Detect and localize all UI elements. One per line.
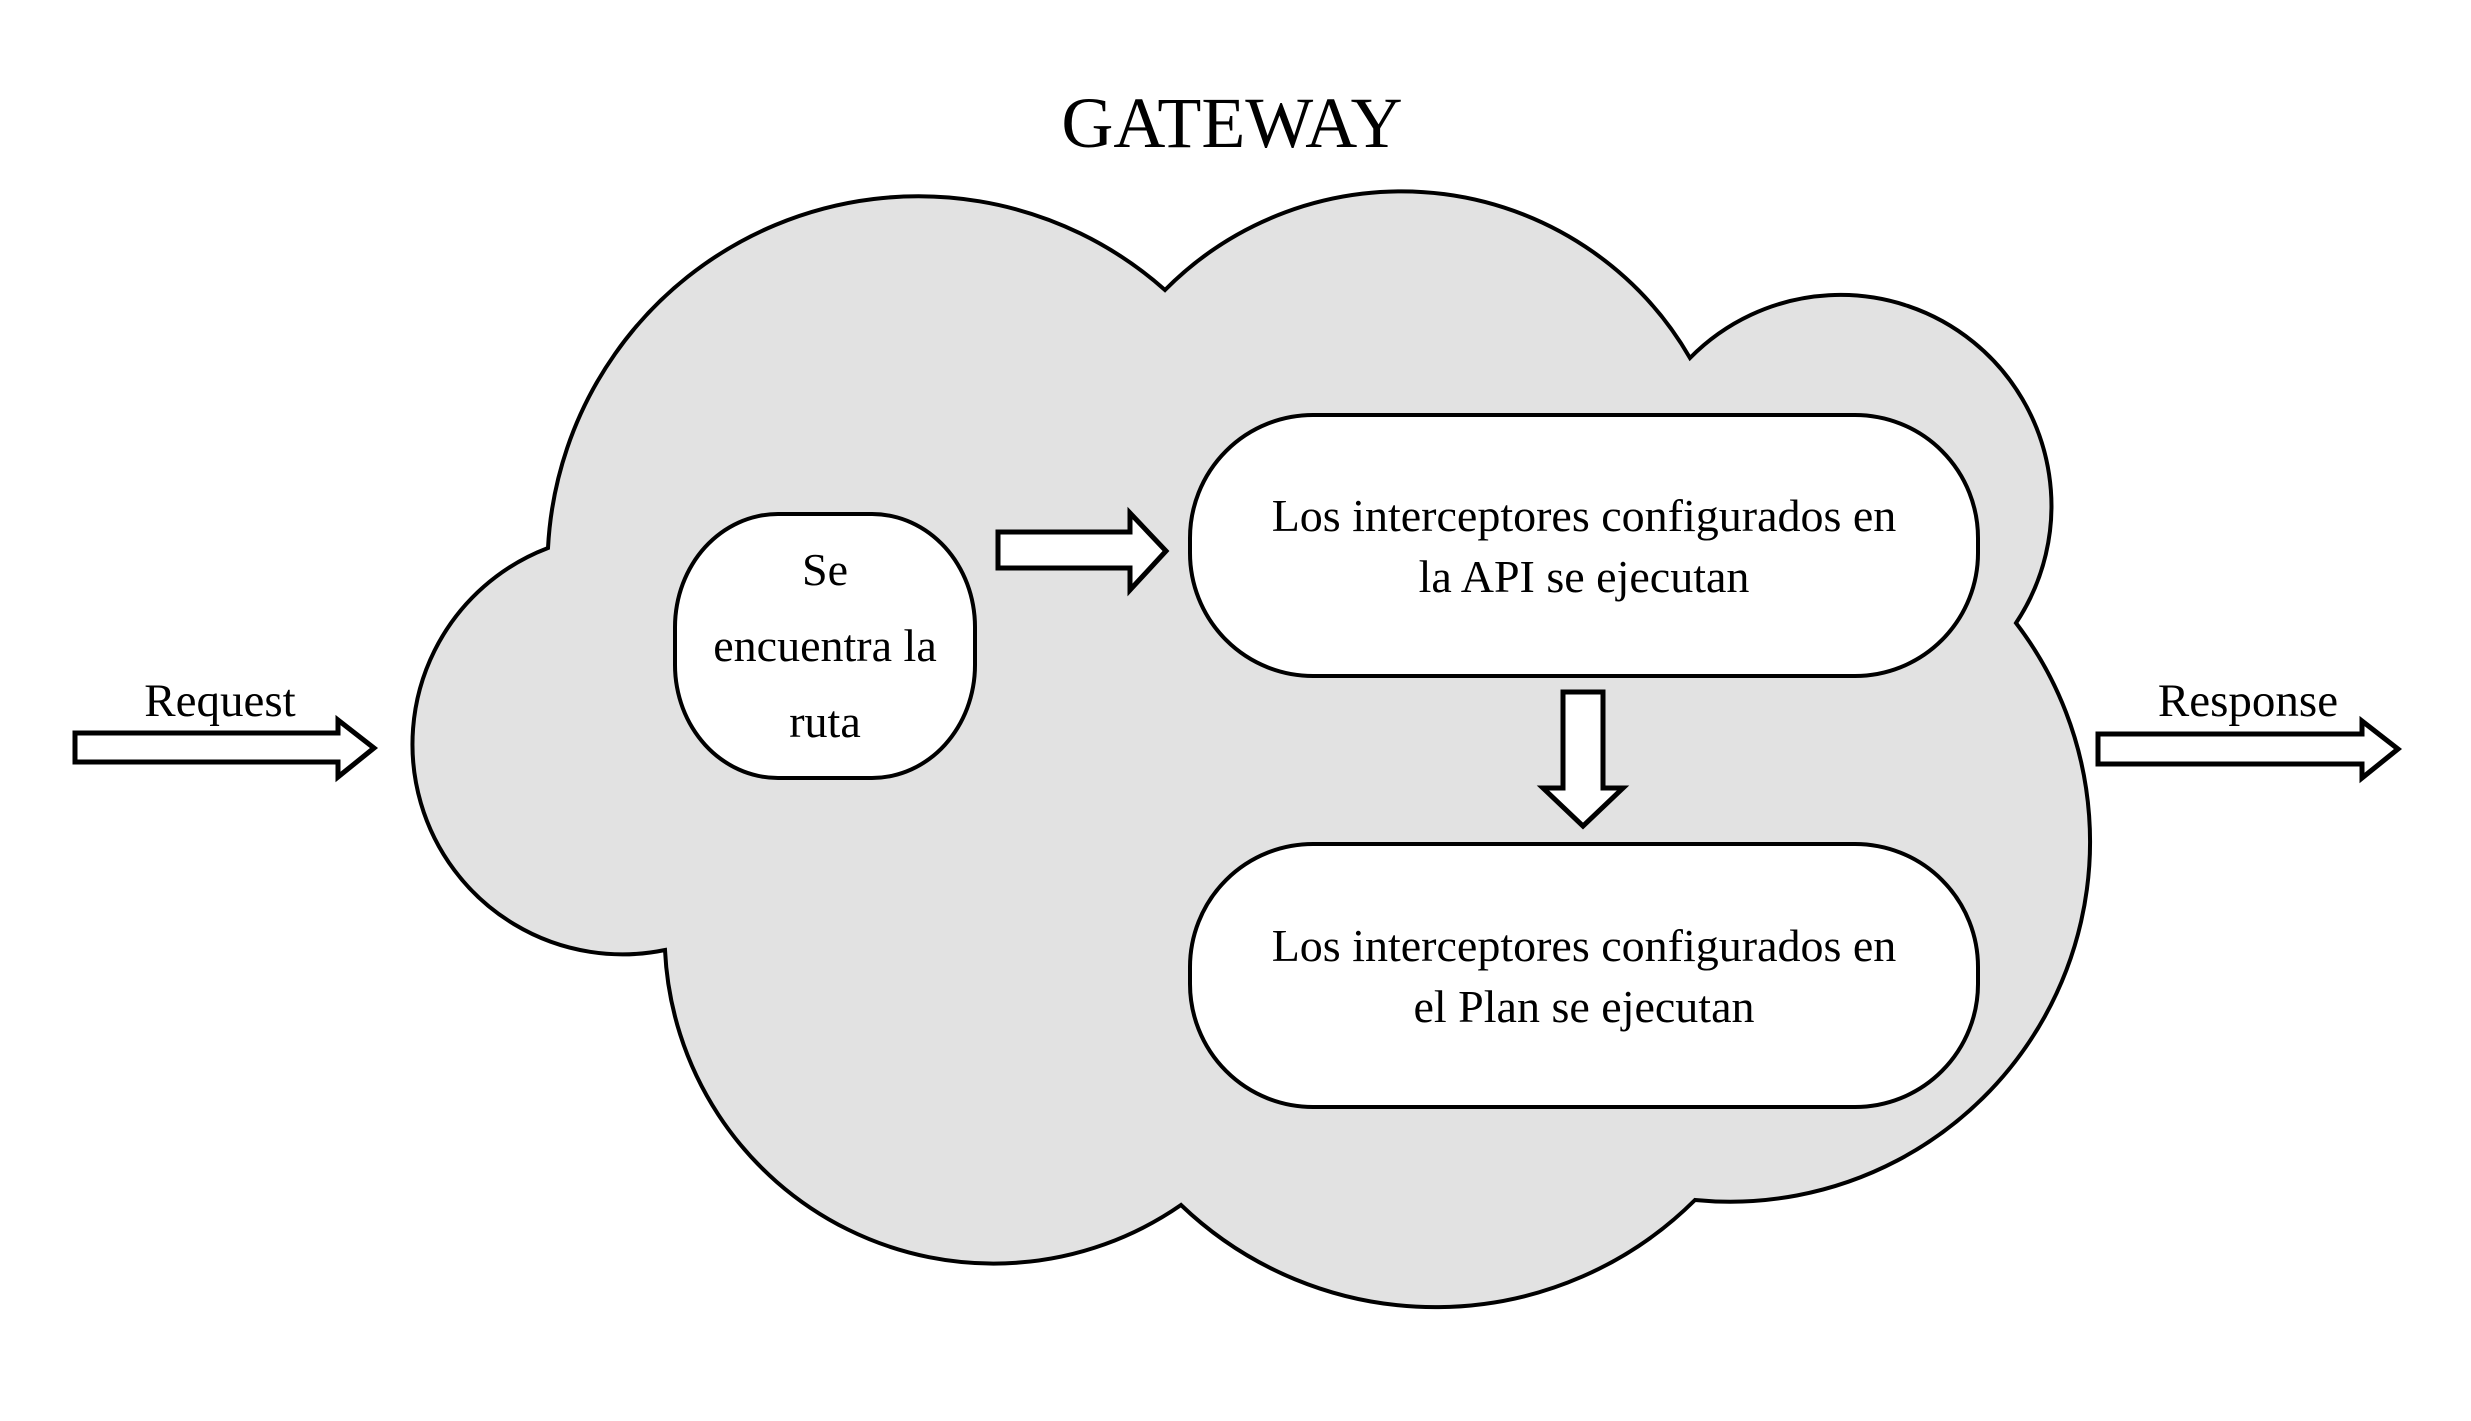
node-api-interceptors: Los interceptores configurados en la API… [1188,413,1980,678]
node-route-line: encuentra la [713,620,937,671]
node-plan-line: Los interceptores configurados en [1271,919,1897,971]
node-route-line: ruta [789,696,861,747]
request-arrow [72,714,379,783]
route-to-api-arrow [995,506,1170,597]
node-route-line: Se [802,544,848,595]
node-api-line: Los interceptores configurados en [1271,489,1897,541]
gateway-cloud-shape [410,189,2093,1310]
request-label: Request [144,675,296,727]
node-route: Se encuentra la ruta [673,512,977,780]
node-plan-line: el Plan se ejecutan [1413,980,1755,1032]
node-api-line: la API se ejecutan [1418,550,1750,602]
diagram-title: GATEWAY [1061,83,1403,163]
response-label: Response [2157,675,2339,727]
node-plan-interceptors: Los interceptores configurados en el Pla… [1188,842,1980,1109]
response-arrow [2095,715,2403,784]
api-to-plan-arrow [1536,689,1630,830]
